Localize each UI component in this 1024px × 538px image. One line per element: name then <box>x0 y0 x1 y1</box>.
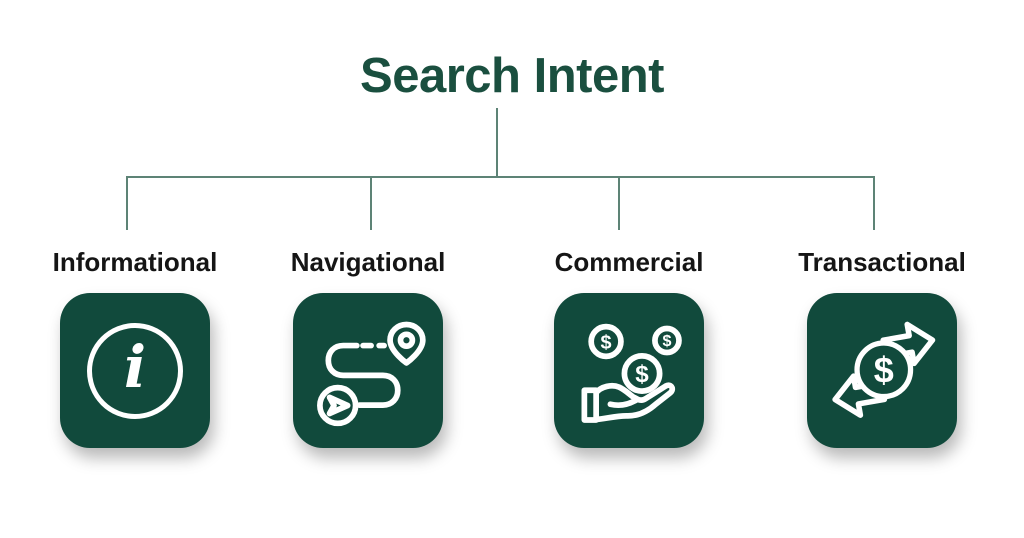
category-transactional: Transactional $ <box>772 248 992 448</box>
route-icon <box>317 321 426 426</box>
connector-stem <box>496 108 498 177</box>
category-informational: Informational i <box>25 248 245 448</box>
commercial-tile: $ $ $ <box>554 293 704 448</box>
info-glyph: i <box>123 332 147 401</box>
connector-drop-navigational <box>370 176 372 230</box>
dollar-glyph: $ <box>635 360 649 387</box>
hand-coins-icon: $ $ $ <box>581 323 682 423</box>
dollar-glyph: $ <box>601 331 612 353</box>
category-label: Transactional <box>798 247 966 277</box>
connector-drop-commercial <box>618 176 620 230</box>
category-label: Navigational <box>290 247 446 277</box>
category-label: Informational <box>52 247 218 277</box>
category-label: Commercial <box>554 247 704 277</box>
page-title: Search Intent <box>360 49 664 103</box>
category-navigational: Navigational <box>258 248 478 448</box>
dollar-glyph: $ <box>662 332 671 350</box>
connector-drop-transactional <box>873 176 875 230</box>
category-commercial: Commercial $ $ $ <box>519 248 739 448</box>
informational-tile: i <box>60 293 210 448</box>
info-icon: i <box>87 322 183 419</box>
navigational-tile <box>293 293 443 448</box>
dollar-glyph: $ <box>874 349 894 390</box>
connector-drop-informational <box>126 176 128 230</box>
connector-horizontal-bar <box>127 176 875 178</box>
exchange-arrows-icon: $ <box>832 321 936 418</box>
transactional-tile: $ <box>807 293 957 448</box>
